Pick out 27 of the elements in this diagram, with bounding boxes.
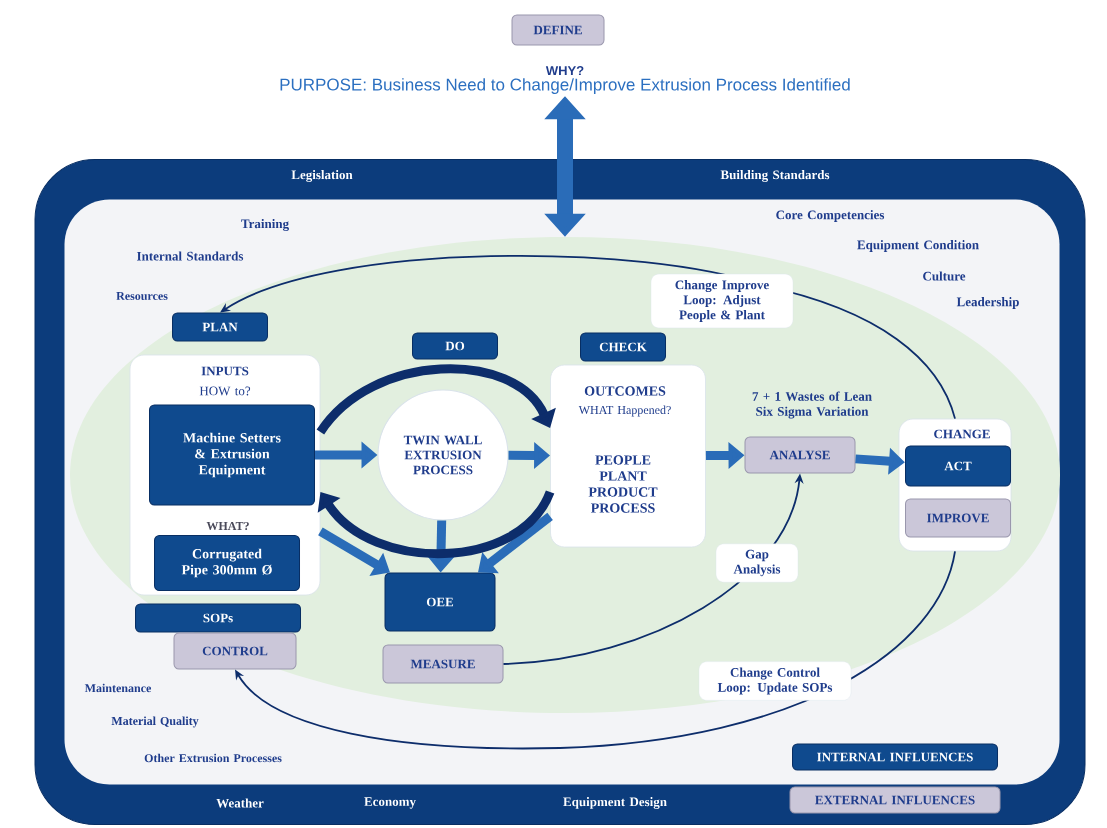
influence-box: INTERNAL INFLUENCES xyxy=(792,743,998,771)
loop-arrow xyxy=(220,255,956,420)
caption-text: 7 + 1 Wastes of Lean Six Sigma Variation xyxy=(752,391,872,419)
stage-tab: CHECK xyxy=(580,332,666,362)
edge-label: Change Improve Loop: Adjust People & Plant xyxy=(650,273,794,329)
process-box: OEE xyxy=(384,572,496,632)
process-box: Machine Setters & Extrusion Equipment xyxy=(149,404,315,506)
edge-label: Gap Analysis xyxy=(715,543,799,583)
loop-arrow xyxy=(235,550,956,750)
block-arrow xyxy=(478,512,553,574)
cycle-arrow xyxy=(316,364,556,435)
purpose-text: WHY? PURPOSE: Business Need to Change/Improve Extrusion Process Identified xyxy=(280,66,850,94)
stage-tab: DO xyxy=(412,332,498,360)
step-box: IMPROVE xyxy=(905,498,1011,538)
influence-box: EXTERNAL INFLUENCES xyxy=(789,786,1001,814)
outcomes-panel: OUTCOMES WHAT Happened? PEOPLE PLANT PRODUCT PROCESS xyxy=(550,364,706,548)
step-box: DEFINE xyxy=(511,14,605,46)
cycle-arrow xyxy=(317,489,555,558)
step-box: MEASURE xyxy=(382,644,504,684)
process-box: ACT xyxy=(905,445,1011,487)
edge-label: Change Control Loop: Update SOPs xyxy=(698,661,852,701)
step-box: ANALYSE xyxy=(744,436,856,474)
block-arrow xyxy=(318,527,390,576)
process-box: Corrugated Pipe 300mm Ø xyxy=(154,535,300,591)
step-box: CONTROL xyxy=(173,632,297,670)
stage-tab: PLAN xyxy=(172,312,268,342)
sop-bar: SOPs xyxy=(135,603,301,633)
